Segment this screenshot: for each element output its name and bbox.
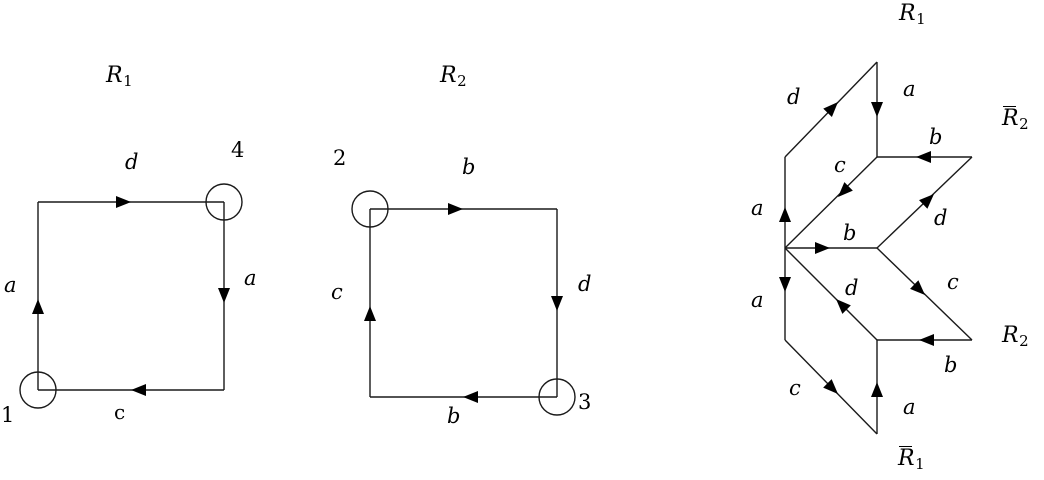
p1-node-1-label: 1 <box>1 403 15 427</box>
complex-region-top-letter: R <box>899 1 916 26</box>
p2-arrow-bottom-left <box>463 391 478 403</box>
c-arrow-c1 <box>833 182 853 202</box>
complex-region-bottom-letter: R <box>898 445 915 471</box>
c-label-c2: c <box>947 270 959 294</box>
panel-r1-graph <box>19 183 243 409</box>
p1-label-bottom-c: c <box>114 400 126 424</box>
panel-r2-title-letter: R <box>440 63 457 88</box>
c-label-d1: d <box>787 85 801 109</box>
c-label-b1: b <box>929 125 943 149</box>
c-arrow-a3 <box>779 277 791 292</box>
panel-r1-title-sub: 1 <box>123 72 133 91</box>
c-arrow-b3 <box>919 334 934 346</box>
complex-region-top-sub: 1 <box>916 10 926 29</box>
panel-r1-title-letter: R <box>106 63 123 88</box>
c-label-b3: b <box>944 353 958 377</box>
p1-label-top-d: d <box>125 150 139 174</box>
p1-label-left-a: a <box>4 273 17 297</box>
p2-node-3-label: 3 <box>578 390 592 414</box>
c-label-b2: b <box>843 221 857 245</box>
p2-node-2-label: 2 <box>333 146 347 170</box>
p1-arrow-top-right <box>116 196 131 208</box>
p1-node-1-circle <box>19 371 57 409</box>
p2-label-right-d: d <box>578 272 592 296</box>
p2-label-bottom-b: b <box>447 404 461 428</box>
p2-label-top-b: b <box>462 155 476 179</box>
p1-arrow-bottom-left <box>131 384 146 396</box>
complex-region-bottom: R1 <box>898 445 925 474</box>
c-arrow-a4 <box>871 382 883 397</box>
p1-label-right-a: a <box>244 266 257 290</box>
c-label-c1: c <box>834 153 846 177</box>
c-label-a1: a <box>903 77 916 101</box>
p2-arrow-left-up <box>364 306 376 321</box>
complex-region-bottom-sub: 1 <box>915 455 925 474</box>
complex-region-lower-right: R2 <box>1002 325 1029 349</box>
panel-r1-title: R1 <box>106 65 133 89</box>
c-edge-d3 <box>784 247 878 341</box>
p2-node-3-circle <box>538 378 576 416</box>
p1-node-4-circle <box>205 183 243 221</box>
complex-region-top: R1 <box>899 3 926 27</box>
c-edge-c1 <box>784 156 878 249</box>
panel-complex-graph <box>779 61 973 435</box>
p1-arrow-right-down <box>218 288 230 303</box>
c-label-d2: d <box>934 206 948 230</box>
complex-region-lr-sub: 2 <box>1019 332 1029 351</box>
panel-r2-graph <box>351 190 576 416</box>
p1-arrow-left-up <box>32 299 44 314</box>
p2-arrow-top-right <box>448 203 463 215</box>
p2-arrow-right-down <box>551 296 563 311</box>
panel-r2-title: R2 <box>440 65 467 89</box>
panel-r2-title-sub: 2 <box>457 72 467 91</box>
p2-label-left-c: c <box>331 280 343 304</box>
c-arrow-a2 <box>779 207 791 222</box>
complex-region-ur-letter: R <box>1002 105 1019 131</box>
c-label-a2: a <box>751 196 764 220</box>
complex-region-lr-letter: R <box>1002 323 1019 348</box>
c-arrow-b1 <box>916 151 931 163</box>
c-label-a4: a <box>903 395 916 419</box>
complex-region-upper-right: R2 <box>1002 105 1029 134</box>
p1-node-4-label: 4 <box>231 138 245 162</box>
c-label-a3: a <box>751 288 764 312</box>
c-arrow-b2 <box>815 242 830 254</box>
c-arrow-a1 <box>871 102 883 117</box>
complex-region-ur-sub: 2 <box>1019 115 1029 134</box>
c-label-d3: d <box>845 276 859 300</box>
p2-node-2-circle <box>351 190 389 228</box>
c-label-c3: c <box>789 376 801 400</box>
